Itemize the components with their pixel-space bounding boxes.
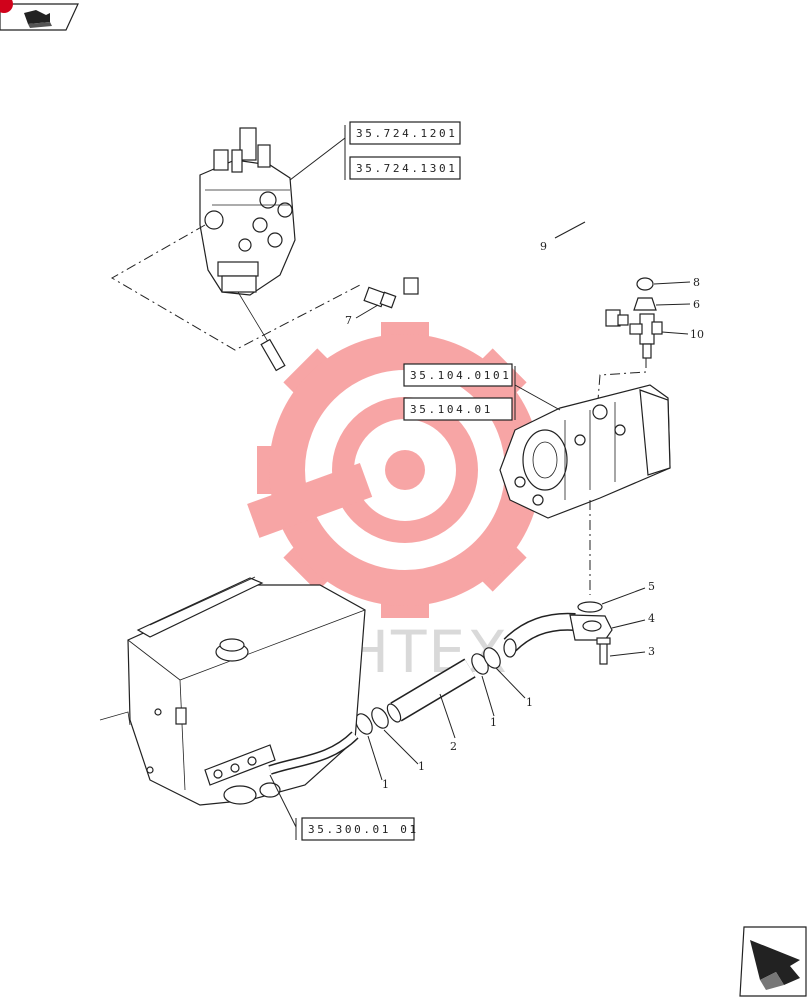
- callout-8: 8: [693, 276, 700, 289]
- callout-1b: 1: [490, 716, 497, 729]
- callout-9: 9: [540, 240, 547, 253]
- ref-box-valve-a[interactable]: 35.724.1201: [344, 121, 461, 180]
- hose-9: [403, 196, 629, 327]
- ref-box-pump-b[interactable]: 35.104.01: [403, 397, 513, 421]
- callout-1d: 1: [382, 778, 389, 791]
- ref-box-valve-b[interactable]: 35.724.1301: [349, 156, 461, 180]
- hose-clamp-d: [371, 707, 389, 729]
- callout-3: 3: [648, 645, 655, 658]
- ref-box-tank[interactable]: 35.300.01 01: [295, 817, 419, 841]
- o-ring-5: [577, 601, 603, 613]
- callout-5: 5: [648, 580, 655, 593]
- ref-label-pump-a: 35.104.0101: [410, 369, 511, 382]
- suction-pipe-4: [503, 612, 613, 658]
- hose-2: [386, 658, 476, 723]
- callout-2: 2: [450, 740, 457, 753]
- adapter-6: [633, 297, 657, 311]
- elbow-fitting-7: [363, 286, 397, 309]
- hose-clamp-c: [355, 713, 373, 735]
- callout-7: 7: [345, 314, 352, 327]
- leader-valve: [289, 137, 346, 181]
- control-valve: [199, 127, 296, 372]
- callout-10: 10: [690, 328, 704, 341]
- callout-6: 6: [693, 298, 700, 311]
- ref-box-pump-a[interactable]: 35.104.0101: [403, 363, 516, 420]
- ref-label-valve-b: 35.724.1301: [356, 162, 457, 175]
- ref-label-tank: 35.300.01 01: [308, 823, 419, 836]
- ref-label-valve-a: 35.724.1201: [356, 127, 457, 140]
- callout-1a: 1: [526, 696, 533, 709]
- hydraulic-tank: [99, 576, 366, 806]
- hydraulic-pump: [499, 384, 671, 519]
- link-valve-fitting: [111, 224, 361, 351]
- callout-4: 4: [648, 612, 655, 625]
- tee-fitting-10: [629, 313, 663, 359]
- callout-1c: 1: [418, 760, 425, 773]
- cap-8: [636, 277, 654, 291]
- hose-clamp-b: [483, 647, 501, 669]
- next-page-arrow-icon[interactable]: [739, 926, 807, 997]
- book-icon[interactable]: [0, 0, 79, 31]
- ref-label-pump-b: 35.104.01: [410, 403, 493, 416]
- bolt-3: [596, 637, 611, 665]
